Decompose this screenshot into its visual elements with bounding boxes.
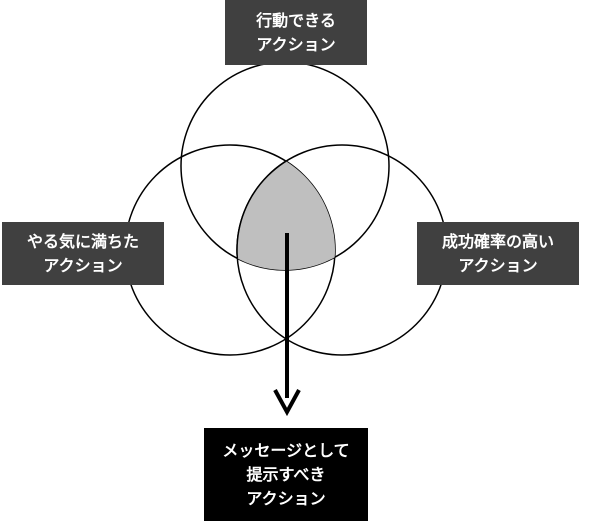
intersection-region (236, 145, 335, 270)
arrow-head (273, 389, 301, 417)
label-high-success-line2: アクション (458, 255, 538, 275)
label-actionable: 行動できる アクション (225, 0, 367, 65)
label-motivated-line2: アクション (43, 255, 123, 275)
label-result-line1: メッセージとして (222, 440, 350, 460)
label-result-line2: 提示すべき (246, 464, 326, 484)
label-high-success-line1: 成功確率の高い (441, 231, 554, 251)
label-high-success: 成功確率の高い アクション (417, 222, 579, 285)
label-actionable-line1: 行動できる (256, 10, 336, 30)
label-result: メッセージとして 提示すべき アクション (204, 428, 368, 521)
label-motivated-line1: やる気に満ちた (26, 231, 139, 251)
label-result-line3: アクション (246, 488, 326, 508)
label-actionable-line2: アクション (256, 34, 336, 54)
label-motivated: やる気に満ちた アクション (2, 222, 164, 285)
